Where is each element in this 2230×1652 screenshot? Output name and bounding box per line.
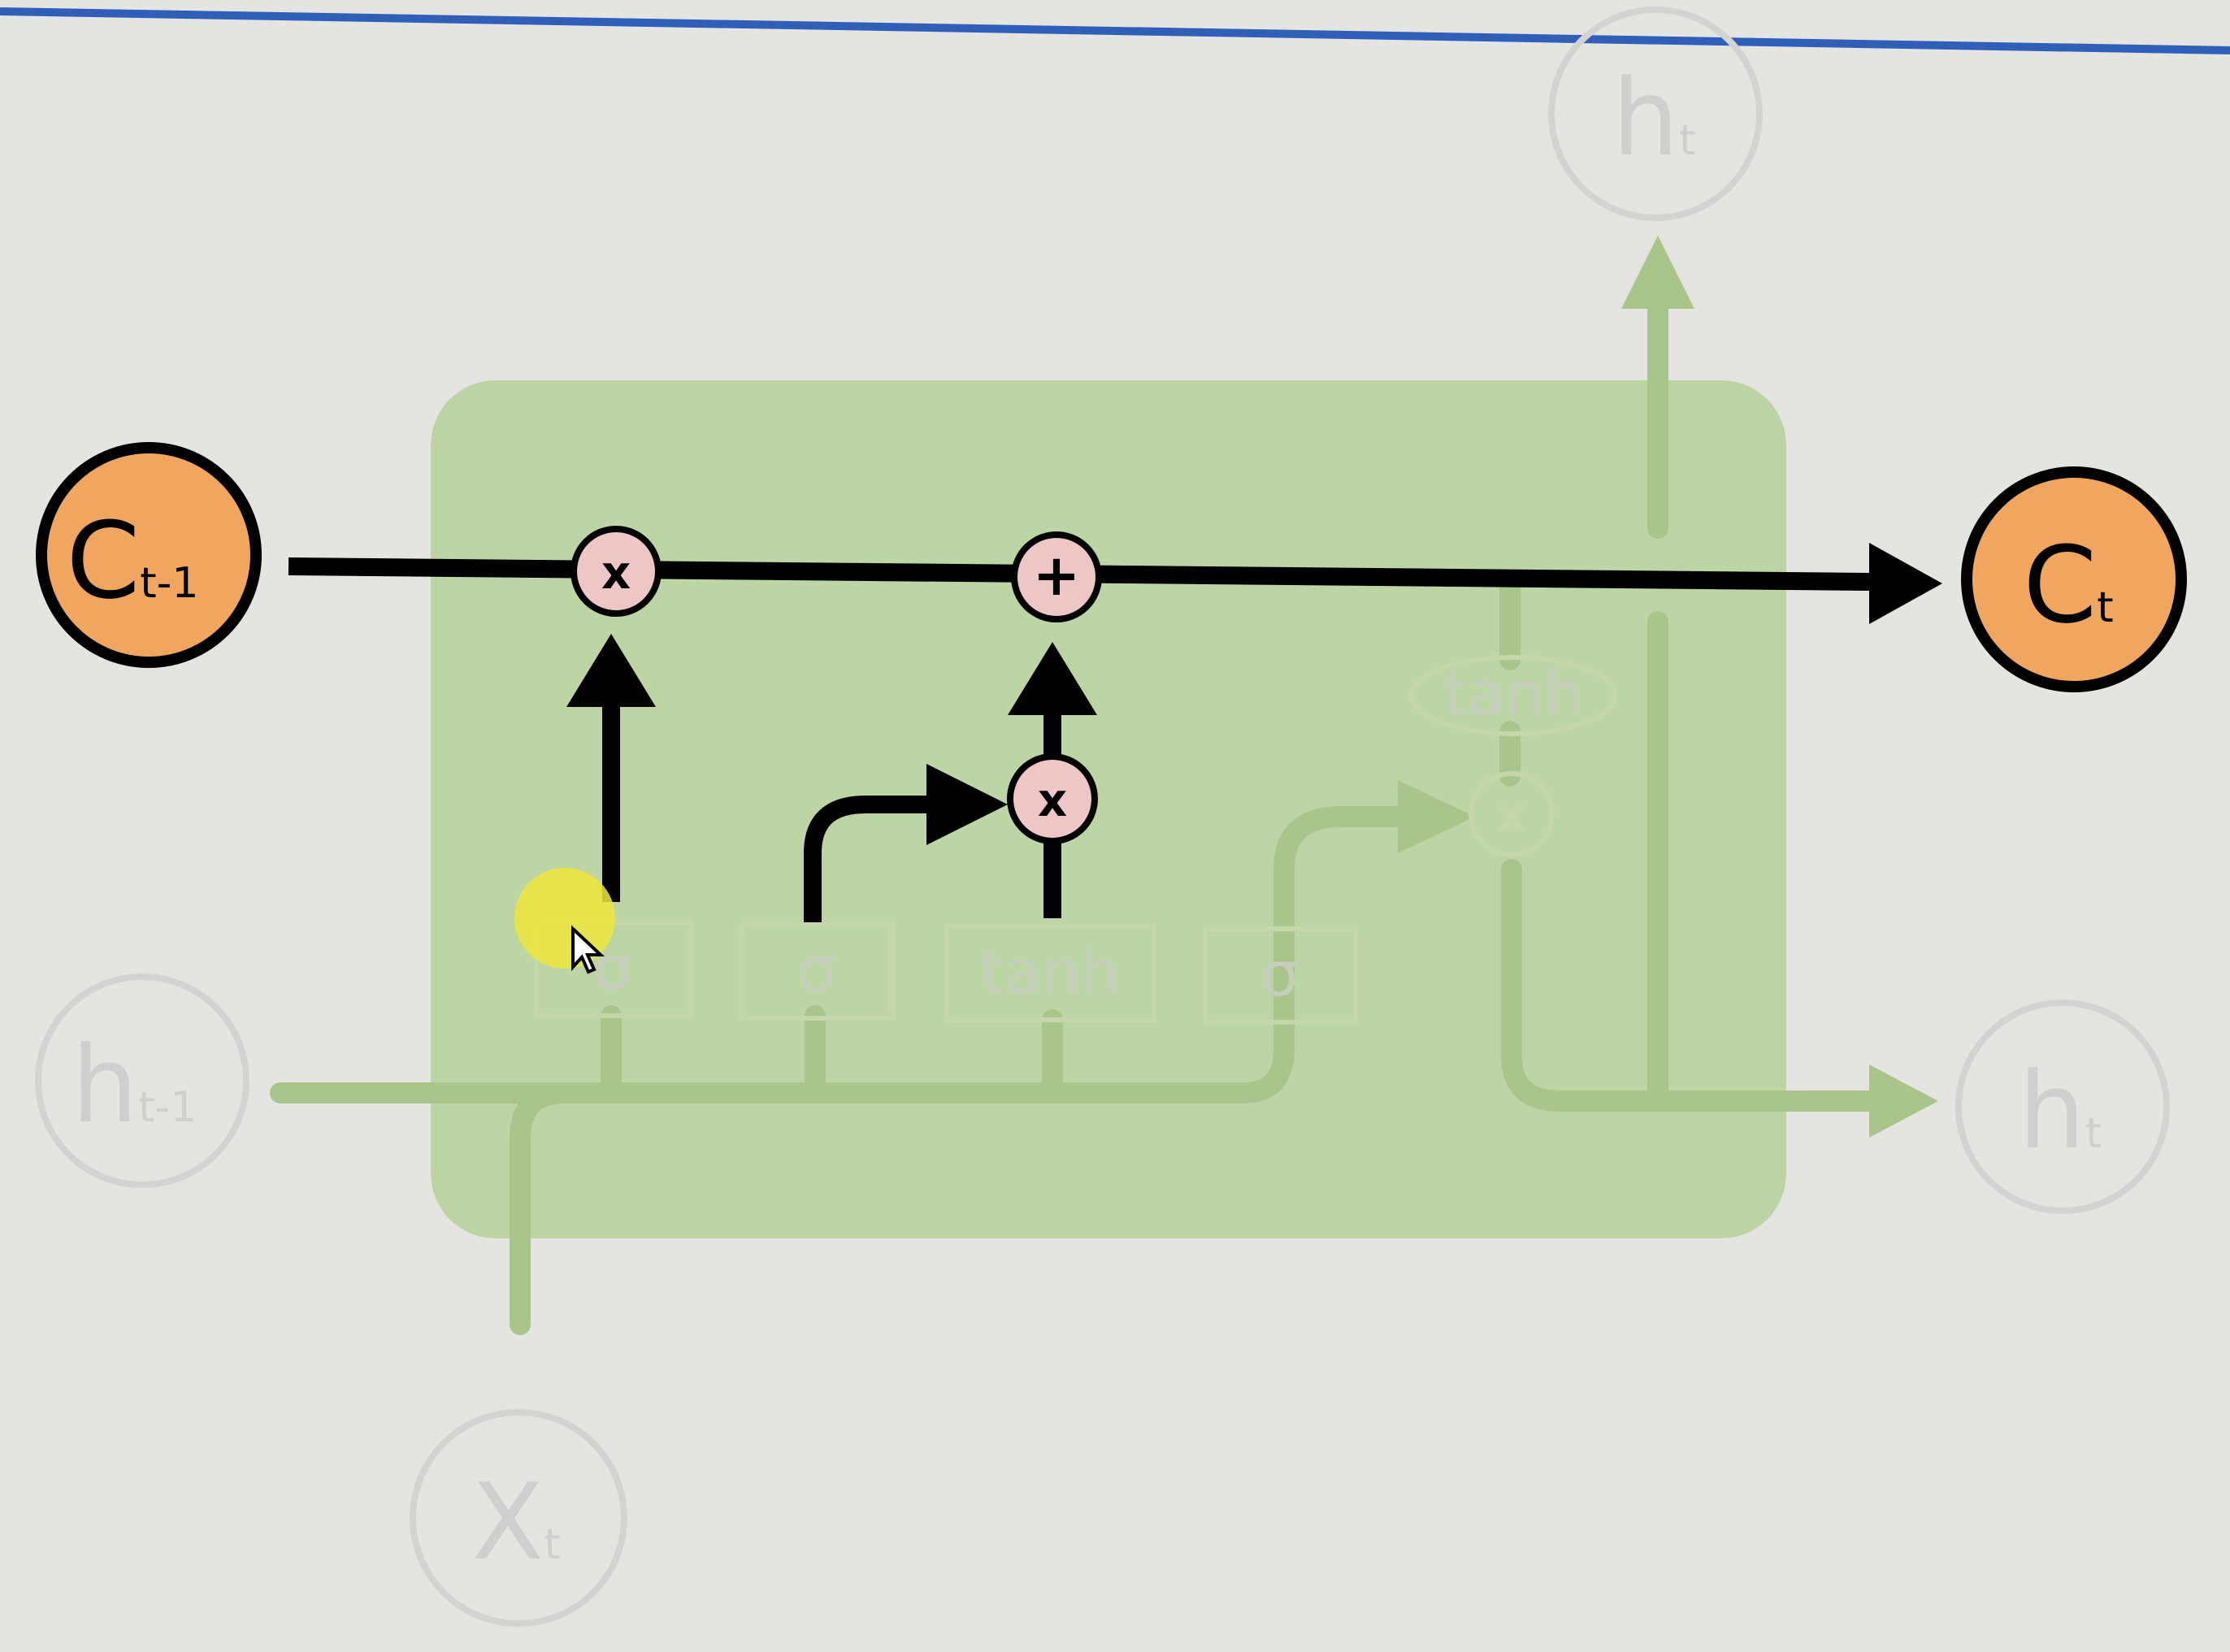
x-input-label: Xt bbox=[471, 1460, 560, 1584]
h-top-node bbox=[1548, 7, 1763, 221]
forget-multiply-node bbox=[571, 526, 662, 617]
input-gate-arrow-line bbox=[804, 796, 943, 922]
x-input-line bbox=[510, 1082, 575, 1335]
h-prev-node bbox=[35, 973, 249, 1188]
c-prev-label: Ct-1 bbox=[66, 499, 198, 622]
output-mult-arrowhead bbox=[1398, 780, 1475, 853]
h-next-node bbox=[1955, 999, 2170, 1214]
h-next-label: ht bbox=[2019, 1049, 2102, 1173]
h-prev-sub: t-1 bbox=[138, 1083, 197, 1132]
x-input-main: X bbox=[471, 1460, 544, 1584]
c-next-main: C bbox=[2023, 523, 2097, 647]
h-next-sub: t bbox=[2085, 1109, 2102, 1158]
c-next-label: Ct bbox=[2023, 523, 2113, 647]
h-prev-main: h bbox=[72, 1023, 138, 1147]
x-input-node bbox=[410, 1409, 627, 1627]
output-gate-label: σ bbox=[1260, 938, 1299, 1010]
h-prev-label: ht-1 bbox=[72, 1023, 197, 1147]
output-path-line bbox=[1501, 859, 1896, 1112]
output-gate-box bbox=[1203, 926, 1358, 1025]
h-next-main: h bbox=[2019, 1049, 2085, 1173]
h-prev-bus-line bbox=[270, 806, 1429, 1104]
input-gate-box bbox=[740, 922, 895, 1021]
cell-state-arrowhead bbox=[1869, 543, 1942, 624]
input-gate-arrowhead bbox=[926, 764, 1008, 845]
h-next-arrowhead bbox=[1869, 1064, 1938, 1138]
h-top-arrowhead bbox=[1621, 236, 1694, 309]
forget-multiply-label: x bbox=[601, 547, 631, 600]
c-next-node bbox=[1961, 466, 2187, 692]
input-multiply-label: x bbox=[1038, 774, 1067, 827]
c-prev-sub: t-1 bbox=[140, 559, 198, 608]
input-multiply-node bbox=[1007, 753, 1098, 844]
h-top-label: ht bbox=[1612, 56, 1696, 180]
h-top-sub: t bbox=[1679, 116, 1695, 165]
x-input-sub: t bbox=[544, 1520, 560, 1569]
candidate-gate-box bbox=[944, 924, 1156, 1022]
faded-pathways bbox=[270, 282, 1896, 1335]
c-prev-main: C bbox=[66, 499, 140, 622]
forget-arrowhead bbox=[566, 634, 656, 707]
mouse-pointer-icon bbox=[571, 925, 605, 974]
h-top-main: h bbox=[1612, 56, 1679, 180]
cell-tanh-label: tanh bbox=[1443, 657, 1584, 730]
candidate-gate-label: tanh bbox=[980, 935, 1121, 1008]
cell-add-node bbox=[1011, 531, 1102, 622]
screen-top-border bbox=[0, 7, 2230, 54]
output-multiply-label: x bbox=[1497, 789, 1526, 842]
lstm-cell-box bbox=[431, 380, 1786, 1238]
c-prev-node bbox=[36, 442, 262, 668]
cell-add-label: + bbox=[1033, 542, 1081, 609]
output-multiply-node bbox=[1469, 771, 1555, 857]
input-gate-label: σ bbox=[797, 934, 836, 1006]
add-arrowhead bbox=[1008, 642, 1097, 715]
c-next-sub: t bbox=[2097, 583, 2113, 632]
cell-tanh-ellipse bbox=[1409, 655, 1617, 736]
